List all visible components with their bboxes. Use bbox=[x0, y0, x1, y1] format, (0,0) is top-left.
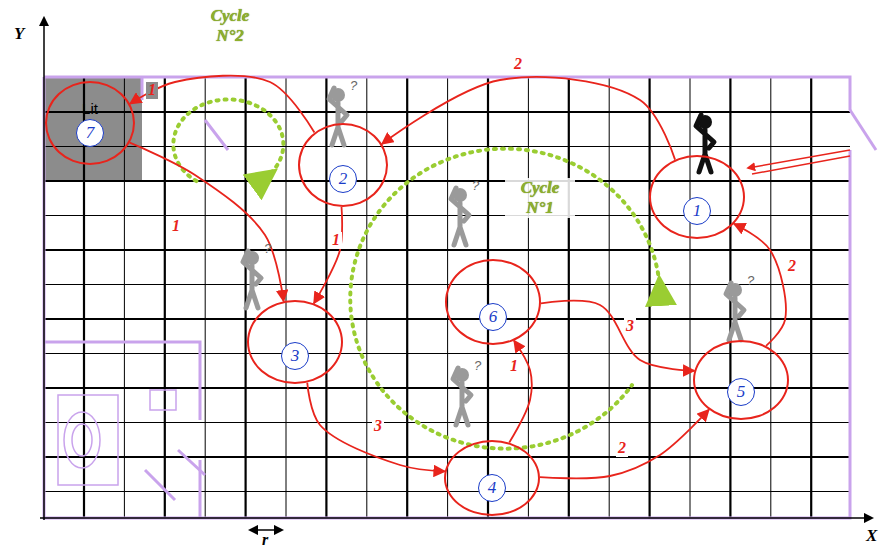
transition-arrow bbox=[130, 76, 314, 133]
grid-line bbox=[286, 77, 287, 518]
grid-line bbox=[44, 146, 850, 147]
dimension-label: r bbox=[262, 531, 268, 548]
edge-weight: 1 bbox=[146, 82, 158, 99]
edge-weight: 3 bbox=[372, 418, 384, 435]
edge-weight: 3 bbox=[624, 318, 636, 335]
grid-line bbox=[325, 77, 327, 518]
axis-label: Y bbox=[14, 24, 24, 44]
grid-line bbox=[487, 77, 489, 518]
grid-line bbox=[44, 111, 850, 113]
node-number: 2 bbox=[329, 165, 357, 193]
transition-arrow bbox=[734, 224, 786, 346]
axes bbox=[40, 18, 872, 530]
grid-line bbox=[205, 77, 206, 518]
state-circle: 4 bbox=[444, 440, 540, 516]
entry-arrow bbox=[748, 150, 850, 174]
grid-line bbox=[528, 77, 529, 518]
cycle-label: Cycle N°2 bbox=[195, 6, 265, 46]
node-number: 3 bbox=[281, 342, 309, 370]
axis-label: X bbox=[866, 526, 877, 546]
state-circle: 5 bbox=[693, 340, 789, 420]
question-mark: ? bbox=[264, 241, 271, 256]
grid-line bbox=[770, 77, 771, 518]
grid-line bbox=[810, 77, 812, 518]
node-number: 5 bbox=[727, 378, 755, 406]
node-number: 1 bbox=[683, 197, 711, 225]
edge-weight: 2 bbox=[512, 56, 524, 73]
state-circle: 6 bbox=[445, 259, 541, 345]
transition-arrow bbox=[314, 207, 342, 303]
grid-line bbox=[568, 77, 570, 518]
transition-arrow bbox=[540, 410, 709, 479]
grid-line bbox=[44, 318, 850, 320]
transition-arrow bbox=[307, 383, 445, 472]
cycle-path bbox=[173, 99, 660, 448]
edge-weight: 1 bbox=[508, 358, 520, 375]
person-figure bbox=[243, 251, 261, 308]
state-circle: 2 bbox=[298, 123, 388, 207]
edge-weight: 2 bbox=[616, 440, 628, 457]
grid-line bbox=[164, 77, 166, 518]
edge-weight: 2 bbox=[786, 258, 798, 275]
grid-line bbox=[124, 77, 125, 518]
node-title: Lit bbox=[82, 100, 98, 117]
walls bbox=[44, 77, 876, 518]
edge-weight: 1 bbox=[330, 232, 342, 249]
grid-line bbox=[44, 249, 850, 251]
person-figure bbox=[453, 368, 471, 425]
node-number: 4 bbox=[478, 474, 506, 502]
person-figure bbox=[329, 88, 347, 145]
floor-grid bbox=[44, 77, 850, 518]
person-figure bbox=[696, 115, 714, 172]
grid-line bbox=[609, 77, 610, 518]
edge-weight: 1 bbox=[170, 218, 182, 235]
grid-line bbox=[447, 77, 448, 518]
bed bbox=[44, 77, 142, 182]
grid-line bbox=[366, 77, 367, 518]
toilet bbox=[58, 390, 176, 485]
transition-arrow bbox=[130, 143, 284, 302]
question-mark: ? bbox=[474, 358, 481, 373]
state-circle: 1 bbox=[649, 155, 745, 239]
grid-line bbox=[44, 180, 850, 182]
grid-line bbox=[406, 77, 408, 518]
cycle-label: Cycle N°1 bbox=[505, 178, 575, 218]
transition-arrow bbox=[382, 77, 675, 160]
person-figure bbox=[451, 188, 469, 245]
grid-line bbox=[245, 77, 247, 518]
node-number: 6 bbox=[479, 303, 507, 331]
grid-line bbox=[648, 77, 650, 518]
grid-line bbox=[44, 422, 850, 423]
grid-line bbox=[44, 353, 850, 354]
state-circle: 3 bbox=[247, 300, 343, 384]
state-circle: Lit 7 bbox=[45, 81, 135, 165]
question-mark: ? bbox=[472, 178, 479, 193]
grid-line bbox=[44, 456, 850, 458]
node-number: 7 bbox=[76, 119, 104, 147]
grid-line bbox=[44, 215, 850, 216]
transition-arrow bbox=[509, 341, 532, 443]
transition-arrow bbox=[541, 301, 694, 371]
person-figure bbox=[726, 283, 744, 340]
question-mark: ? bbox=[747, 273, 754, 288]
person-figures bbox=[243, 88, 744, 425]
grid-line bbox=[690, 77, 691, 518]
question-mark: ? bbox=[350, 78, 357, 93]
